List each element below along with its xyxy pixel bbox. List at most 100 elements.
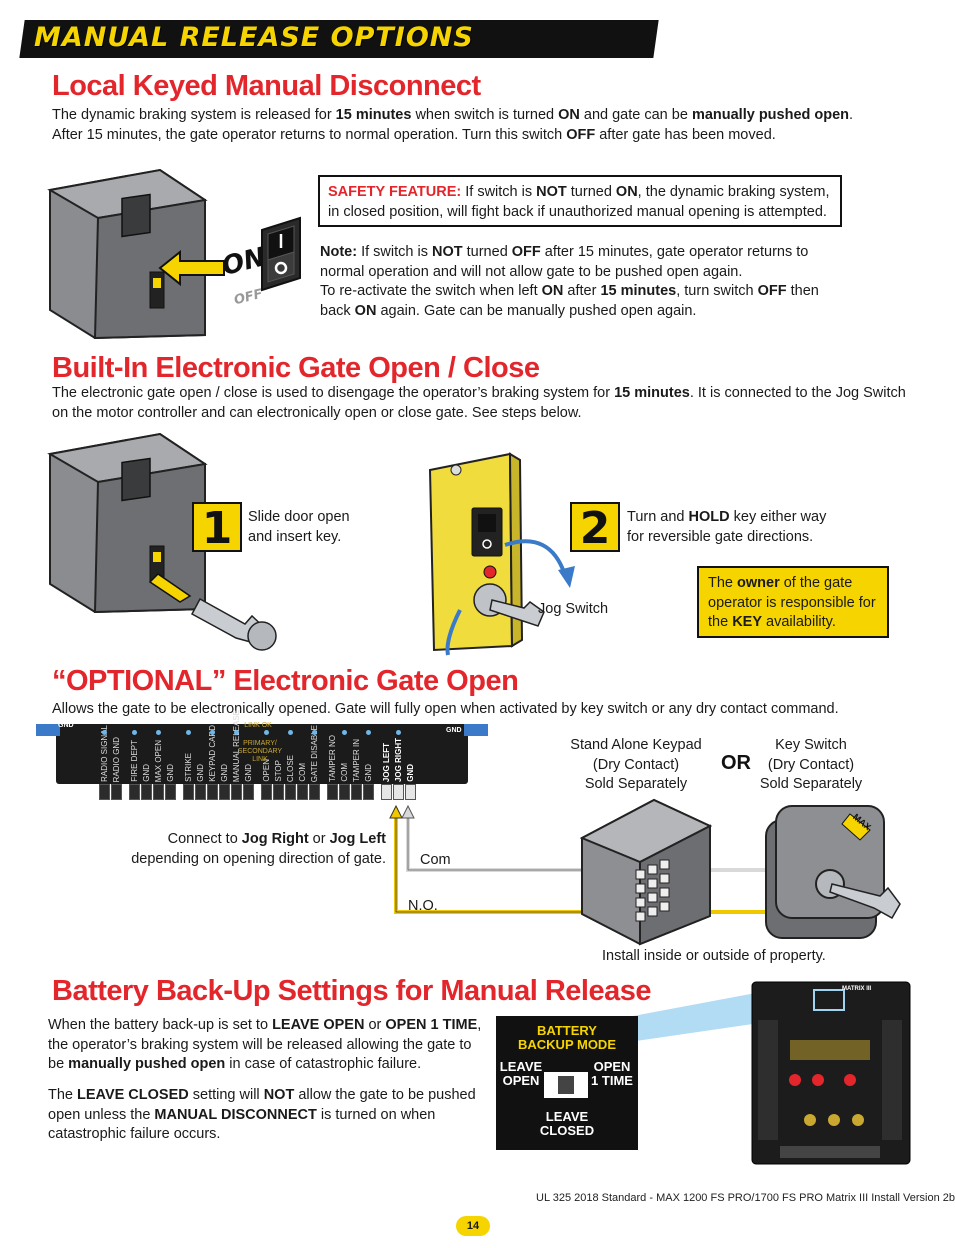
status-led xyxy=(114,730,119,735)
battery-para2-line: The LEAVE CLOSED setting will NOT allow … xyxy=(48,1086,476,1106)
text-run: The xyxy=(708,575,738,591)
section-heading-optional-open: “OPTIONAL” Electronic Gate Open xyxy=(52,665,519,697)
text-run: If switch is xyxy=(357,244,432,260)
text-run: setting will xyxy=(188,1087,264,1103)
status-led xyxy=(246,730,251,735)
text-run: LEAVE CLOSED xyxy=(77,1087,189,1103)
text-run: the operator’s braking system will be re… xyxy=(48,1036,472,1053)
mode-leave-closed-label: LEAVE CLOSED xyxy=(496,1110,638,1138)
mode-leave-open-label: LEAVE OPEN xyxy=(498,1060,544,1088)
text-run: ON xyxy=(558,107,580,123)
text-run: Jog Right xyxy=(241,831,309,847)
terminal-screw xyxy=(129,784,140,800)
text-run: 15 minutes xyxy=(614,385,690,401)
terminal-screw xyxy=(381,784,392,800)
text-run: OFF xyxy=(566,127,596,143)
safety-line2: in closed position, will fight back if u… xyxy=(328,203,827,220)
status-led xyxy=(342,730,347,735)
text-run: turned xyxy=(566,184,616,200)
text-run: again. Gate can be manually pushed open … xyxy=(376,302,697,319)
keyswitch-caption-line3: Sold Separately xyxy=(759,776,863,792)
text-run: after 15 minutes, gate operator returns … xyxy=(540,244,809,260)
status-led xyxy=(168,730,173,735)
owner-line: operator is responsible for xyxy=(708,594,878,614)
status-led xyxy=(144,730,149,735)
text-run: on the motor controller and can electron… xyxy=(52,405,582,421)
text-run: or xyxy=(308,831,330,847)
status-led xyxy=(330,730,335,735)
safety-feature-box: SAFETY FEATURE: If switch is NOT turned … xyxy=(318,175,842,227)
gnd-tab-left xyxy=(36,724,60,736)
terminal-screw xyxy=(231,784,242,800)
note-block: Note: If switch is NOT turned OFF after … xyxy=(320,243,819,321)
text-run: manually pushed open xyxy=(68,1056,226,1072)
primary-secondary-label: PRIMARY/ SECONDARY LINK xyxy=(237,740,283,763)
text-run: If switch is xyxy=(461,184,537,200)
terminal-label: COM xyxy=(298,763,307,782)
text-run: The xyxy=(48,1087,78,1103)
terminal-label: GND xyxy=(406,764,415,782)
keypad-caption-line1: Stand Alone Keypad xyxy=(570,737,702,753)
text-run: manually pushed open xyxy=(691,107,850,123)
text-run: MANUAL DISCONNECT xyxy=(154,1106,317,1123)
text-run: 15 minutes xyxy=(600,283,677,299)
terminal-screw xyxy=(141,784,152,800)
terminal-connector-row xyxy=(99,784,420,802)
text-run: KEY xyxy=(732,614,763,630)
terminal-screw xyxy=(207,784,218,800)
text-run: availability. xyxy=(762,614,836,630)
terminal-screw xyxy=(165,784,176,800)
mode-leave-open-line1: LEAVE xyxy=(499,1059,543,1074)
text-run: after xyxy=(563,283,601,299)
note-line: Note: If switch is NOT turned OFF after … xyxy=(320,243,819,263)
status-led xyxy=(156,730,161,735)
status-led xyxy=(384,730,389,735)
text-run: after gate has been moved. xyxy=(595,127,776,143)
terminal-screw xyxy=(195,784,206,800)
text-run: , xyxy=(477,1017,482,1033)
com-wire-label: Com xyxy=(420,852,451,868)
text-run: Turn and xyxy=(627,509,689,525)
text-run: 15 minutes xyxy=(335,107,412,123)
terminal-screw xyxy=(273,784,284,800)
status-led xyxy=(234,730,239,735)
owner-responsibility-box: The owner of the gate operator is respon… xyxy=(697,566,889,638)
note-line: To re-activate the switch when left ON a… xyxy=(320,282,819,302)
text-run: or xyxy=(364,1017,386,1033)
text-run: catastrophic failure occurs. xyxy=(48,1126,221,1142)
terminal-label: JOG RIGHT xyxy=(394,737,403,782)
terminal-screw xyxy=(285,784,296,800)
text-run: open unless the xyxy=(48,1106,155,1123)
step-2-line1: Turn and HOLD key either way xyxy=(627,508,826,528)
text-run: turned xyxy=(462,244,512,260)
text-run: normal operation and will not allow gate… xyxy=(320,263,743,280)
text-run: operator is responsible for xyxy=(708,594,876,611)
mode-slide-switch[interactable] xyxy=(544,1072,588,1098)
status-led xyxy=(276,730,281,735)
gate-operator-illustration xyxy=(47,168,208,340)
mode-leave-open-line2: OPEN xyxy=(502,1073,540,1088)
connect-line1: Connect to Jog Right or Jog Left xyxy=(128,830,386,850)
text-run: When the battery back-up is set to xyxy=(48,1017,273,1033)
text-run: key either way xyxy=(729,509,827,525)
mode-slide-knob[interactable] xyxy=(558,1076,574,1094)
text-run: ON xyxy=(541,283,564,299)
keypad-caption-line2: (Dry Contact) xyxy=(592,756,680,773)
text-run: , turn switch xyxy=(676,283,758,299)
text-run: allow the gate to be pushed xyxy=(294,1087,476,1103)
status-led xyxy=(222,730,227,735)
terminal-label: TAMPER IN xyxy=(352,739,361,782)
text-run: Note: xyxy=(320,244,358,260)
mode-open1-line2: 1 TIME xyxy=(591,1073,633,1088)
page-title: MANUAL RELEASE OPTIONS xyxy=(34,22,474,53)
battery-para2-line: catastrophic failure occurs. xyxy=(48,1125,476,1145)
connect-line2: depending on opening direction of gate. xyxy=(131,851,386,867)
section-heading-electronic-open-close: Built-In Electronic Gate Open / Close xyxy=(52,352,540,384)
section1-intro-line2: After 15 minutes, the gate operator retu… xyxy=(52,126,776,146)
terminal-label: JOG LEFT xyxy=(382,742,391,782)
terminal-screw xyxy=(243,784,254,800)
terminal-label: COM xyxy=(340,763,349,782)
footer-doc-line: UL 325 2018 Standard - MAX 1200 FS PRO/1… xyxy=(536,1192,955,1204)
text-run: the xyxy=(708,614,733,630)
terminal-label: RADIO GND xyxy=(112,736,121,782)
